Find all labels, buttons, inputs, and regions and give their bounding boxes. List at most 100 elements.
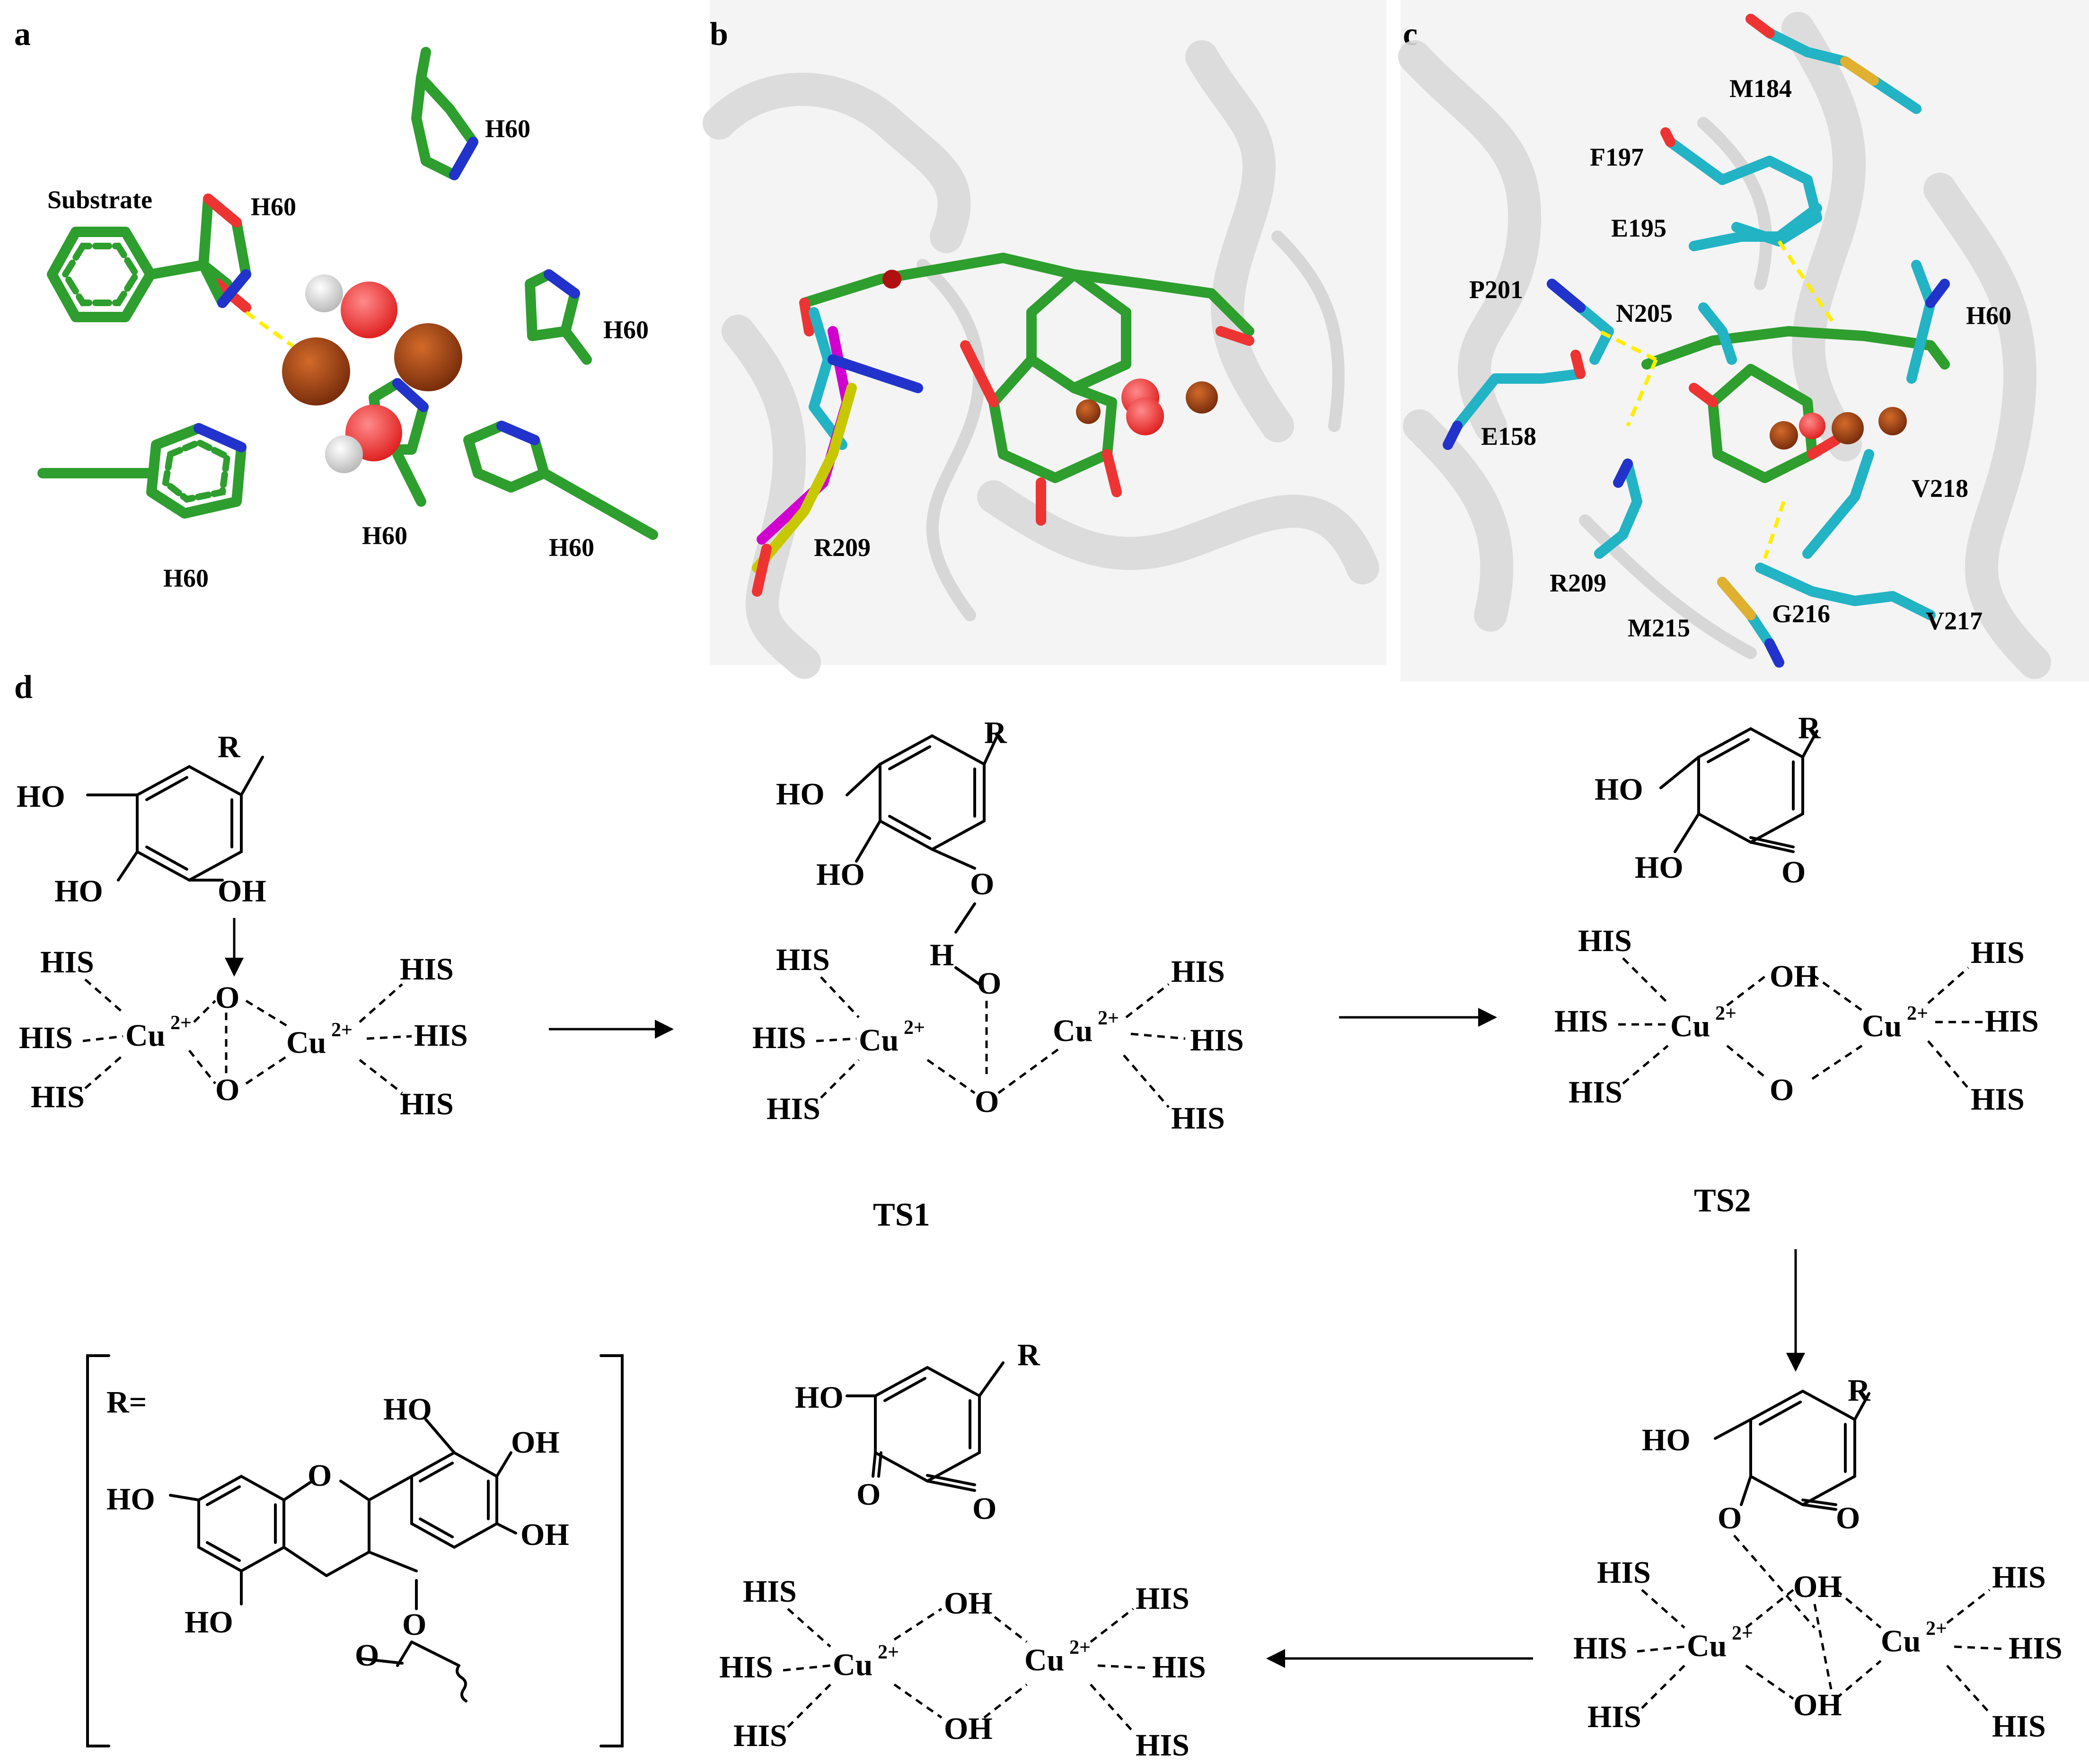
label-r209: R209 [814, 533, 871, 562]
charge-label: 2+ [904, 1017, 925, 1039]
r-group-label: R [1017, 1338, 1040, 1372]
r-group-label: R [1798, 711, 1821, 745]
copper-sphere [394, 323, 462, 391]
hydroxyl-label: OH [218, 874, 266, 908]
his-label: HIS [400, 1087, 454, 1121]
copper-label: Cu [1687, 1629, 1727, 1663]
scheme-step-1: R HO HO OH O O Cu 2+ Cu 2+ HIS HIS HIS [17, 730, 468, 1121]
his-label: HIS [1136, 1581, 1190, 1616]
oxygen-label: O [355, 1638, 379, 1673]
hydroxyl-label: HO [1595, 772, 1643, 807]
charge-label: 2+ [1098, 1007, 1119, 1029]
copper-label: Cu [286, 1025, 326, 1060]
his-label: HIS [40, 945, 94, 979]
copper-label: Cu [1881, 1624, 1921, 1658]
charge-label: 2+ [1926, 1618, 1947, 1640]
oxygen-label: O [856, 1477, 881, 1512]
oxygen-atom-marker [882, 270, 901, 289]
hydroxyl-label: HO [816, 857, 865, 892]
hydroxyl-label: OH [511, 1425, 560, 1460]
charge-label: 2+ [331, 1019, 353, 1041]
his-label: HIS [743, 1574, 797, 1609]
ligand-structure [1641, 326, 1950, 483]
label-r209: R209 [1550, 569, 1606, 597]
oxygen-label: O [215, 980, 239, 1015]
panel-letter-a: a [14, 16, 31, 53]
oxygen-sphere [1126, 397, 1164, 435]
his-label: HIS [31, 1080, 85, 1114]
label-e195: E195 [1611, 214, 1666, 242]
his-label: HIS [414, 1018, 468, 1053]
panel-a: a [14, 16, 658, 592]
his-label: HIS [1190, 1023, 1244, 1058]
r-definition-box: R= HO HO O O O [86, 1354, 624, 1747]
r-group-label: R [1848, 1373, 1871, 1408]
scheme-step-4: R HO O O OH OH Cu 2+ Cu 2+ HIS HIS HIS [1573, 1373, 2063, 1744]
label-p201: P201 [1469, 275, 1523, 304]
oxygen-sphere [1799, 413, 1825, 439]
copper-sphere [1878, 407, 1907, 435]
copper-label: Cu [1024, 1643, 1064, 1677]
hydrogen-sphere [325, 435, 363, 473]
hydrogen-sphere [305, 274, 343, 312]
panel-d: d R HO HO OH O O Cu 2+ Cu 2+ [14, 669, 2063, 1763]
copper-label: Cu [125, 1018, 165, 1053]
hydroxyl-label: OH [944, 1586, 993, 1621]
panel-letter-b: b [710, 16, 728, 53]
hydroxyl-label: HO [1635, 850, 1684, 885]
oxygen-label: O [1781, 855, 1806, 890]
charge-label: 2+ [878, 1641, 899, 1663]
ts2-label: TS2 [1694, 1182, 1751, 1219]
copper-label: Cu [1053, 1014, 1093, 1048]
his-label: HIS [1573, 1631, 1627, 1666]
copper-sphere [1832, 412, 1864, 444]
his-label: HIS [733, 1719, 787, 1753]
his-label: HIS [719, 1650, 773, 1685]
oxygen-label: O [215, 1073, 239, 1107]
copper-sphere [282, 337, 350, 406]
his-label: HIS [1992, 1560, 2046, 1595]
ts1-label: TS1 [873, 1197, 930, 1233]
residue-r209-overlay [752, 307, 923, 597]
his-label: HIS [1554, 1004, 1608, 1039]
panel-letter-d: d [14, 669, 33, 706]
residues [1443, 14, 1950, 668]
oxygen-label: O [975, 1085, 999, 1119]
copper-sphere [1186, 381, 1218, 414]
oxygen-label: O [970, 867, 994, 901]
label-h60: H60 [251, 193, 296, 221]
label-e158: E158 [1481, 422, 1536, 450]
label-v218: V218 [1912, 474, 1968, 503]
his-label: HIS [19, 1021, 73, 1055]
protein-ribbons [1398, 12, 2051, 679]
hydroxyl-label: OH [1793, 1688, 1842, 1722]
his-label: HIS [1971, 935, 2025, 970]
hydroxyl-label: HO [17, 779, 65, 814]
r-group-label: R [218, 730, 241, 764]
his-label: HIS [1985, 1004, 2039, 1039]
charge-label: 2+ [170, 1012, 192, 1034]
his-label: HIS [1171, 1101, 1225, 1136]
his-label: HIS [767, 1092, 820, 1126]
oxygen-label: O [972, 1491, 996, 1526]
ligand-structure [799, 253, 1254, 526]
panel-c: c [1398, 0, 2089, 681]
his-ring-1 [411, 47, 478, 180]
his-label: HIS [1578, 924, 1632, 958]
hydroxyl-label: HO [185, 1605, 233, 1640]
his-label: HIS [1587, 1700, 1641, 1734]
label-m184: M184 [1729, 74, 1792, 103]
copper-label: Cu [833, 1648, 873, 1682]
label-n205: N205 [1616, 299, 1673, 327]
r-definition-label: R= [106, 1385, 147, 1420]
label-f197: F197 [1590, 143, 1644, 171]
copper-sphere [1076, 399, 1101, 424]
label-h60: H60 [603, 316, 649, 344]
his-label: HIS [400, 952, 454, 987]
label-h60: H60 [1966, 301, 2011, 330]
copper-label: Cu [1862, 1009, 1902, 1043]
his-ring-2 [525, 269, 592, 365]
label-h60: H60 [163, 564, 209, 592]
hydroxyl-label: OH [520, 1517, 569, 1552]
